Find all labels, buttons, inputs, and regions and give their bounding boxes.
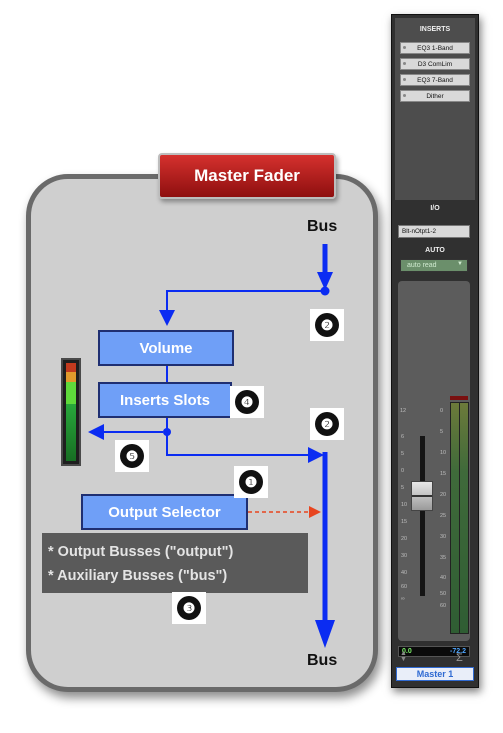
marker-1: ❶ — [239, 470, 263, 494]
automation-mode-dropdown[interactable]: auto read ▼ — [400, 259, 468, 272]
output-types-notes: * Output Busses ("output") * Auxiliary B… — [42, 533, 308, 593]
level-readout: 0.0 -72.2 — [398, 646, 470, 657]
marker-5: ❺ — [120, 444, 144, 468]
fader-scale-12: 12 — [400, 408, 407, 414]
meter-warn-segment — [66, 372, 76, 382]
meter-scale-20: 20 — [440, 492, 447, 498]
to-output-bus — [166, 432, 324, 463]
meter-scale-35: 35 — [440, 555, 447, 561]
diagram-title: Master Fader — [158, 153, 336, 199]
fader-scale-6: 6 — [401, 434, 405, 440]
insert-slot-c-label: EQ3 7-Band — [417, 76, 453, 84]
note-output-busses: * Output Busses ("output") — [48, 544, 234, 560]
insert-slot-d[interactable]: Dither — [400, 90, 470, 102]
bus-in-label: Bus — [307, 218, 338, 235]
bus-in-arrowhead — [317, 272, 333, 290]
meter-scale-25: 25 — [440, 513, 447, 519]
insert-slot-a-label: EQ3 1-Band — [417, 44, 453, 52]
updown-arrows-icon[interactable]: ▲▼ — [400, 650, 407, 663]
insert-slot-a[interactable]: EQ3 1-Band — [400, 42, 470, 54]
marker-2-top: ❷ — [315, 313, 339, 337]
branch-to-volume — [159, 290, 325, 326]
automation-mode-value: auto read — [407, 262, 437, 269]
fader-scale-5a: 5 — [401, 451, 405, 457]
meter-scale-0: 0 — [440, 408, 444, 414]
meter-scale-10: 10 — [440, 450, 447, 456]
fader-scale-30: 30 — [401, 553, 408, 559]
marker-3-bg: ❸ — [172, 592, 206, 624]
fader-scale-5b: 5 — [401, 485, 405, 491]
note-auxiliary-busses: * Auxiliary Busses ("bus") — [48, 568, 228, 584]
meter-high-segment — [66, 382, 76, 404]
auto-header: AUTO — [425, 247, 445, 254]
marker-2-bottom: ❷ — [315, 412, 339, 436]
track-name-plate[interactable]: Master 1 — [396, 667, 474, 681]
meter-scale-40: 40 — [440, 575, 447, 581]
fader-scale-10: 10 — [401, 502, 408, 508]
marker-3: ❸ — [177, 596, 201, 620]
bus-out-arrowhead — [315, 620, 335, 648]
meter-clip-segment — [66, 363, 76, 372]
volume-fader-handle[interactable] — [411, 481, 433, 511]
io-header: I/O — [430, 205, 440, 212]
meter-scale-60: 60 — [440, 603, 447, 609]
marker-2b-bg: ❷ — [310, 408, 344, 440]
output-selector-value: Blt-nOtpt1-2 — [402, 228, 436, 235]
insert-slot-d-label: Dither — [426, 92, 444, 100]
inserts-slots-block: Inserts Slots — [98, 382, 232, 418]
fader-scale-40: 40 — [401, 570, 408, 576]
insert-slot-b[interactable]: D3 ComLim — [400, 58, 470, 70]
marker-4: ❹ — [235, 390, 259, 414]
fader-scale-0: 0 — [401, 468, 405, 474]
marker-5-bg: ❺ — [115, 440, 149, 472]
volume-block: Volume — [98, 330, 234, 366]
output-selector-block: Output Selector — [81, 494, 248, 530]
fader-scale-15: 15 — [401, 519, 408, 525]
fader-scale-60: 60 — [401, 584, 408, 590]
output-selector-dropdown[interactable]: Blt-nOtpt1-2 — [398, 225, 470, 238]
chevron-down-icon: ▼ — [457, 261, 463, 267]
marker-4-bg: ❹ — [230, 386, 264, 418]
insert-slot-c[interactable]: EQ3 7-Band — [400, 74, 470, 86]
inserts-header: INSERTS — [419, 26, 451, 33]
volume-readout: 0.0 — [402, 648, 412, 655]
marker-1-bg: ❶ — [234, 466, 268, 498]
meter-level-segment — [66, 404, 76, 461]
level-meter — [61, 358, 81, 466]
meter-scale-5: 5 — [440, 429, 444, 435]
fader-scale-inf: ∞ — [401, 596, 405, 602]
fader-scale-20: 20 — [401, 536, 408, 542]
insert-slot-b-label: D3 ComLim — [417, 60, 453, 68]
meter-scale-15: 15 — [440, 471, 447, 477]
inserts-section: INSERTS EQ3 1-Band D3 ComLim EQ3 7-Band … — [395, 18, 475, 200]
bus-out-label: Bus — [307, 652, 338, 669]
marker-2a-bg: ❷ — [310, 309, 344, 341]
meter-clip-indicator[interactable] — [450, 396, 468, 400]
master-channel-strip: INSERTS EQ3 1-Band D3 ComLim EQ3 7-Band … — [391, 14, 479, 688]
output-meter-right — [459, 402, 469, 634]
meter-scale-30: 30 — [440, 534, 447, 540]
meter-scale-50: 50 — [440, 591, 447, 597]
sigma-icon: Σ — [456, 652, 463, 664]
fader-section: 12 6 5 0 5 10 15 20 30 40 60 ∞ 0 5 10 15… — [398, 281, 470, 641]
fader-track — [420, 436, 425, 596]
peak-readout: -72.2 — [450, 648, 466, 655]
